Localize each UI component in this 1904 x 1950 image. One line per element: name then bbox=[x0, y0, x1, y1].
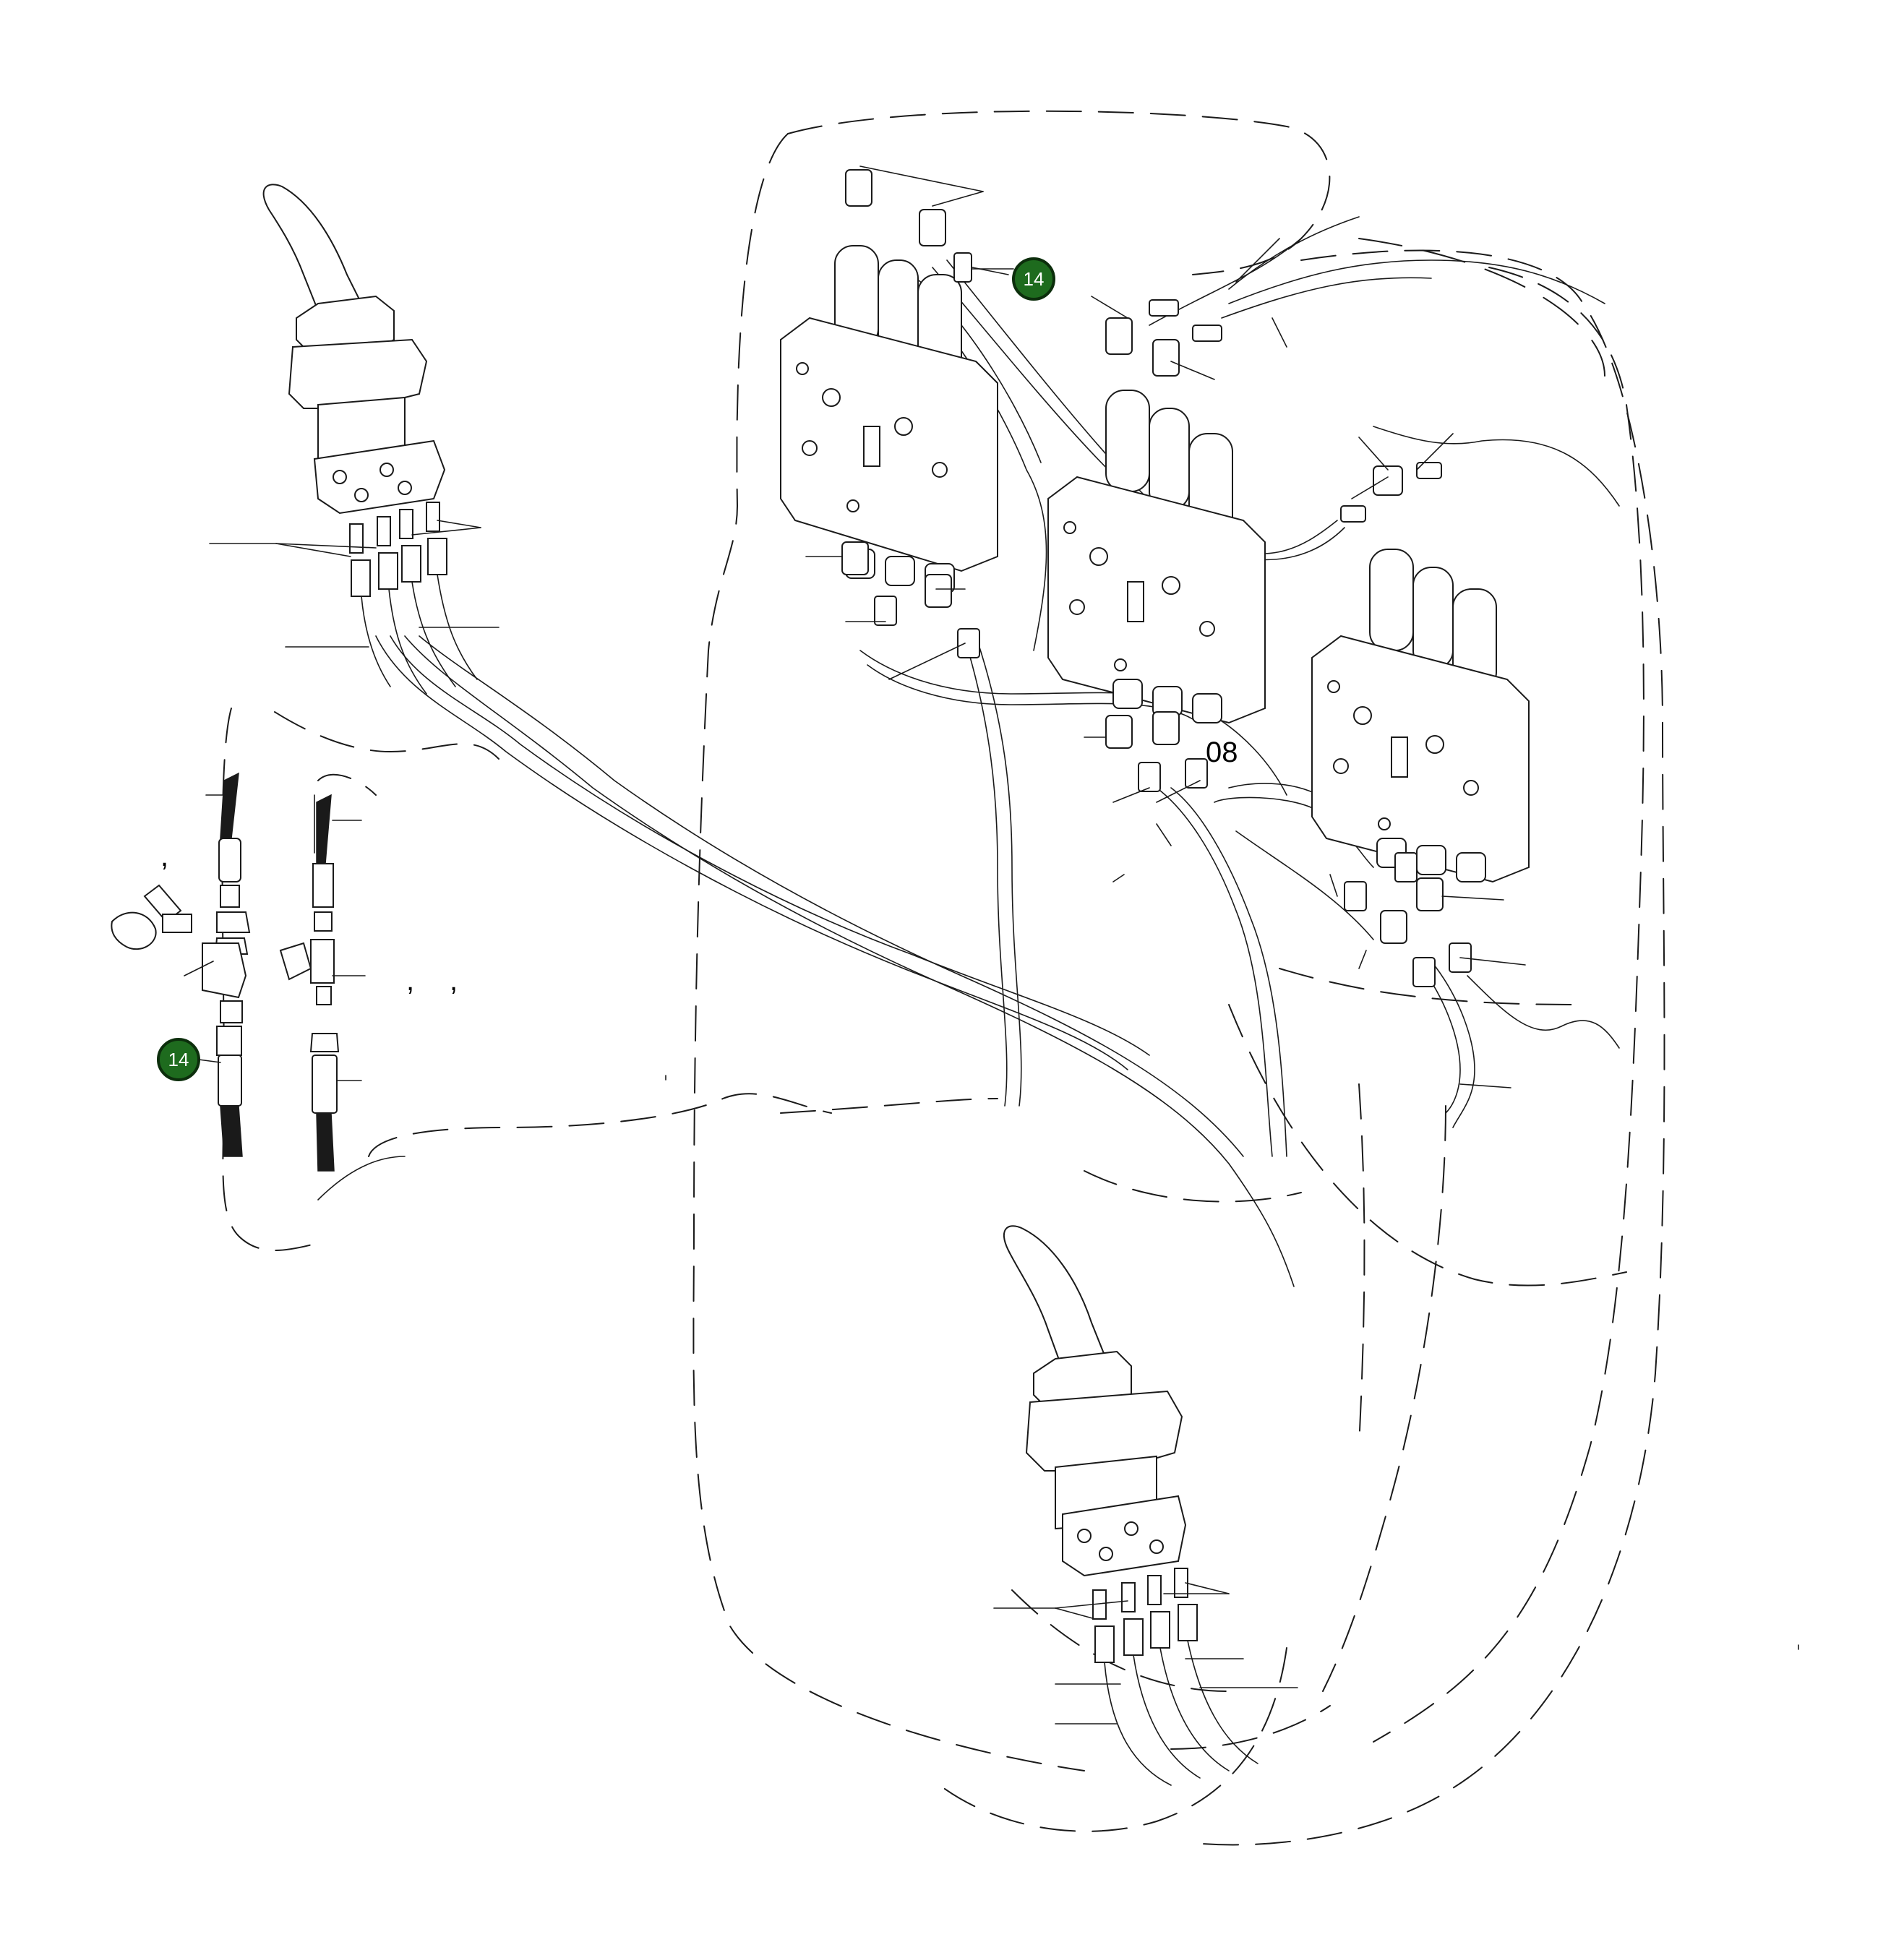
exploded-view-outline bbox=[221, 708, 998, 1251]
valve-fittings bbox=[841, 169, 1472, 987]
callout-top-text: 14 bbox=[1024, 268, 1045, 290]
callout-top-circle bbox=[1012, 257, 1055, 301]
bottom-joystick bbox=[993, 1225, 1298, 1786]
comma-b: , bbox=[406, 965, 414, 997]
comma-c: , bbox=[450, 965, 458, 997]
callout-top: 14 bbox=[1012, 257, 1055, 301]
label-08: 08 bbox=[1206, 736, 1238, 768]
valve-leaders bbox=[805, 166, 1526, 1088]
comma-a: , bbox=[160, 841, 168, 872]
valve-block-b bbox=[1047, 390, 1266, 724]
callout-left-leader bbox=[198, 1059, 221, 1063]
callout-left: 14 bbox=[157, 1038, 200, 1081]
callout-left-text: 14 bbox=[168, 1049, 189, 1070]
frame-outlines bbox=[692, 110, 1665, 1846]
left-joystick bbox=[209, 184, 499, 695]
valve-block-c bbox=[1311, 549, 1530, 883]
exploded-fittings bbox=[111, 772, 366, 1172]
valve-block-a bbox=[780, 245, 998, 593]
